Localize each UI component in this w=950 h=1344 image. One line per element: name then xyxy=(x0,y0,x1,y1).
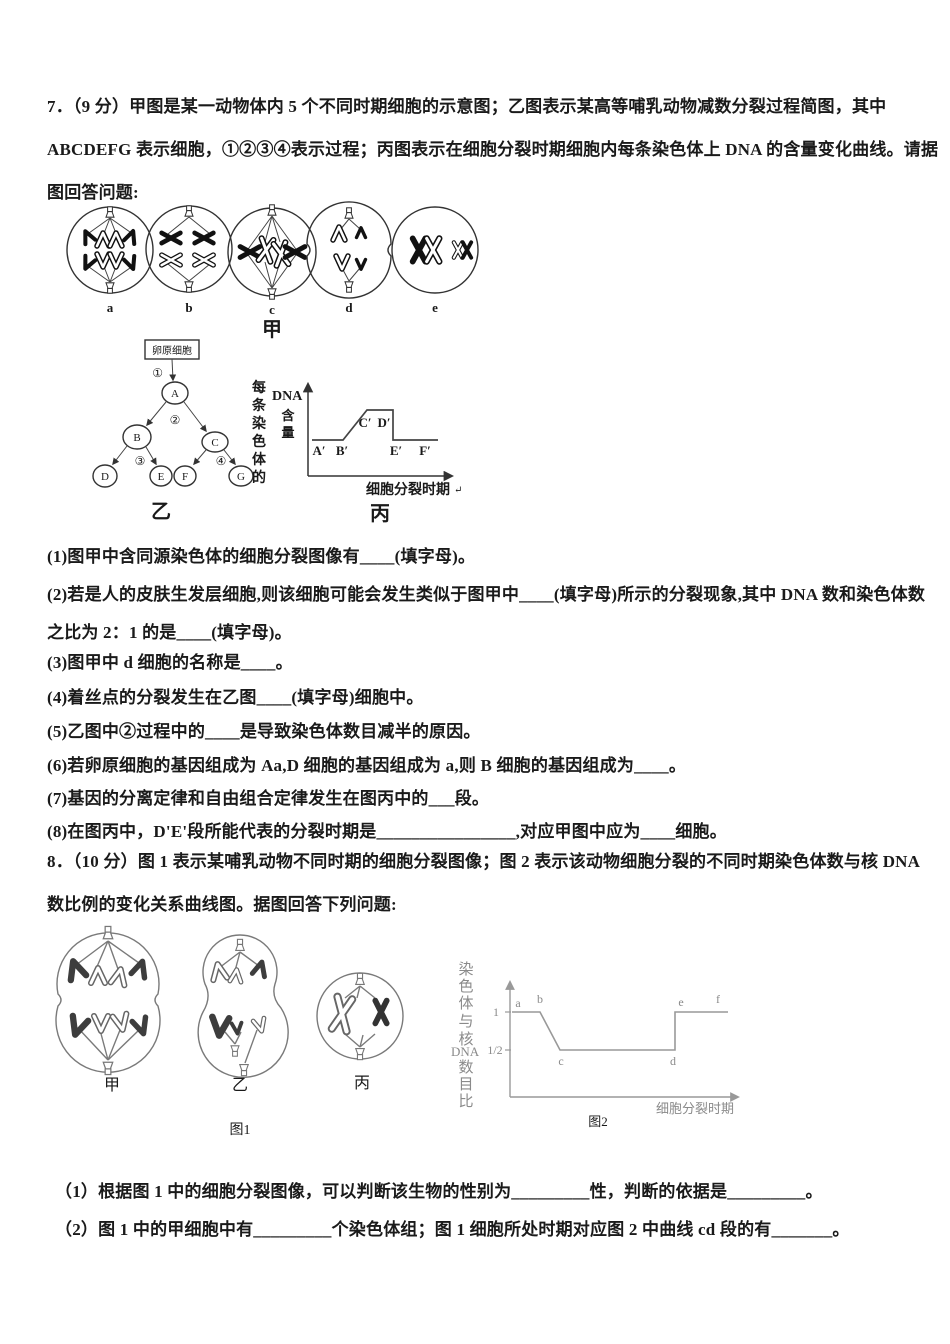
cell-e-diagram xyxy=(391,206,479,294)
bing-ylabel-char2: 条 xyxy=(251,397,267,414)
node-F: F xyxy=(182,471,188,483)
bing-ylabel-han: 含 xyxy=(280,408,295,423)
bing-point-E: E′ xyxy=(390,443,402,458)
q7-item-7: (7)基因的分离定律和自由组合定律发生在图丙中的___段。 xyxy=(47,789,490,808)
fig1-cell-jia-diagram xyxy=(55,925,161,1076)
cell-c-diagram xyxy=(227,204,317,300)
return-mark: ↵ xyxy=(454,485,462,496)
fig2-point-f: f xyxy=(716,992,720,1006)
fig1-cell-yi-label: 乙 xyxy=(232,1077,248,1094)
node-E: E xyxy=(158,471,165,483)
q7-item-3: (3)图甲中 d 细胞的名称是____。 xyxy=(47,653,293,672)
bing-point-F: F′ xyxy=(419,443,431,458)
fig2-ylabel-char3: 体 xyxy=(458,995,473,1012)
q7-intro-line1: 7．（9 分）甲图是某一动物体内 5 个不同时期细胞的示意图；乙图表示某高等哺乳… xyxy=(47,97,887,116)
cell-b-label: b xyxy=(185,300,192,315)
fig2-point-d: d xyxy=(670,1054,676,1068)
fig2-point-c: c xyxy=(558,1054,563,1068)
bing-ylabel-liang: 量 xyxy=(281,425,294,440)
fig2-ylabel-dna: DNA xyxy=(451,1044,480,1059)
fig2-ylabel: 染 色 体 与 核 DNA 数 目 比 xyxy=(451,961,480,1110)
q7-item-6: (6)若卵原细胞的基因组成为 Aa,D 细胞的基因组成为 a,则 B 细胞的基因… xyxy=(47,756,687,775)
fig2-curve xyxy=(512,1011,728,1051)
fig1-cell-jia-label: 甲 xyxy=(104,1077,120,1094)
fig1-cell-bing-diagram xyxy=(316,972,404,1061)
fig2-xaxis-label: 细胞分裂时期 xyxy=(656,1101,734,1116)
fig2-point-e: e xyxy=(678,995,683,1009)
node-C: C xyxy=(211,437,218,449)
bing-point-C: C′ xyxy=(358,415,371,430)
q7-intro-line3: 图回答问题: xyxy=(47,183,139,202)
cell-c-label: c xyxy=(269,302,275,317)
figure-2-caption: 图2 xyxy=(588,1114,608,1129)
step-1-label: ① xyxy=(152,366,163,380)
node-D: D xyxy=(101,471,109,483)
bing-xaxis-label: 细胞分裂时期 xyxy=(366,481,450,498)
bing-ylabel-char4: 色 xyxy=(252,433,266,450)
cell-a-diagram xyxy=(66,206,154,294)
cell-d-diagram xyxy=(306,201,392,299)
fig2-ylabel-char5: 核 xyxy=(458,1031,473,1048)
bing-ylabel-dna: DNA xyxy=(272,389,303,404)
q8-intro-line1: 8．（10 分）图 1 表示某哺乳动物不同时期的细胞分裂图像；图 2 表示该动物… xyxy=(47,852,921,871)
fig2-ylabel-char2: 色 xyxy=(458,978,473,995)
cell-b-diagram xyxy=(145,205,233,293)
fig2-ylabel-char4: 与 xyxy=(458,1013,473,1030)
q7-item-2-line1: (2)若是人的皮肤生发层细胞,则该细胞可能会发生类似于图甲中____(填字母)所… xyxy=(47,585,926,604)
figure-bing-caption: 丙 xyxy=(370,503,390,525)
step-3-label: ③ xyxy=(135,454,146,468)
q7-item-1: (1)图甲中含同源染色体的细胞分裂图像有____(填字母)。 xyxy=(47,547,476,566)
figure-2-ratio-chart: 染 色 体 与 核 DNA 数 目 比 1 1/2 a b c d e f 细胞… xyxy=(451,961,740,1129)
cell-d-label: d xyxy=(345,300,353,315)
fig2-ylabel-char8: 比 xyxy=(458,1093,473,1110)
figure-jia-caption: 甲 xyxy=(262,319,282,340)
q7-item-5: (5)乙图中②过程中的____是导致染色体数目减半的原因。 xyxy=(47,722,481,741)
figure-yi-bing: 卵原细胞 ① A ② B C ③ ④ D E F G 乙 xyxy=(92,339,462,525)
q8-item-2: （2）图 1 中的甲细胞中有_________个染色体组；图 1 细胞所处时期对… xyxy=(55,1220,850,1239)
q7-item-4: (4)着丝点的分裂发生在乙图____(填字母)细胞中。 xyxy=(47,688,424,707)
fig2-ytick-1: 1 xyxy=(493,1005,499,1019)
fig2-point-a: a xyxy=(515,996,521,1010)
step-2-label: ② xyxy=(170,413,181,427)
figure-1-cell-diagrams: 甲 乙 丙 图1 xyxy=(55,925,404,1138)
bing-point-A: A′ xyxy=(312,443,325,458)
bing-ylabel-char3: 染 xyxy=(252,415,267,432)
fig2-ylabel-char7: 目 xyxy=(458,1077,473,1093)
dna-per-chromosome-chart: 每 条 染 色 体 的 DNA 含 量 A′ B′ C′ D′ E′ F′ 细胞… xyxy=(251,379,462,525)
cell-e-label: e xyxy=(432,300,438,315)
bing-point-D: D′ xyxy=(377,415,390,430)
meiosis-flowchart: 卵原细胞 ① A ② B C ③ ④ D E F G 乙 xyxy=(92,339,254,523)
fig2-point-b: b xyxy=(537,992,543,1006)
q8-intro-line2: 数比例的变化关系曲线图。据图回答下列问题: xyxy=(47,895,397,914)
bing-point-B: B′ xyxy=(336,443,348,458)
q8-item-1: （1）根据图 1 中的细胞分裂图像，可以判断该生物的性别为_________性，… xyxy=(55,1182,823,1201)
cell-a-label: a xyxy=(107,300,114,315)
step-4-label: ④ xyxy=(216,454,227,468)
figure-yi-caption: 乙 xyxy=(151,501,171,523)
bing-ylabel-char5: 体 xyxy=(252,451,267,468)
node-G: G xyxy=(237,471,245,483)
figure-1-caption: 图1 xyxy=(230,1123,251,1138)
fig2-ylabel-char6: 数 xyxy=(458,1059,473,1076)
figure-jia-cell-diagrams: a b c d e 甲 xyxy=(66,201,479,340)
bing-ylabel-char1: 每 xyxy=(252,379,266,396)
q7-intro-line2: ABCDEFG 表示细胞，①②③④表示过程；丙图表示在细胞分裂时期细胞内每条染色… xyxy=(47,140,939,159)
oogonium-box-label: 卵原细胞 xyxy=(152,344,192,357)
fig2-ylabel-char1: 染 xyxy=(458,961,473,978)
fig2-ytick-half: 1/2 xyxy=(487,1043,502,1057)
bing-ylabel-char6: 的 xyxy=(252,469,266,486)
fig1-cell-bing-label: 丙 xyxy=(354,1075,370,1092)
node-B: B xyxy=(133,432,140,444)
q7-item-2-line2: 之比为 2：1 的是____(填字母)。 xyxy=(47,623,292,642)
node-A: A xyxy=(171,388,179,400)
q7-item-8: (8)在图丙中，D'E'段所能代表的分裂时期是________________,… xyxy=(47,822,727,841)
fig1-cell-yi-diagram xyxy=(197,934,289,1078)
